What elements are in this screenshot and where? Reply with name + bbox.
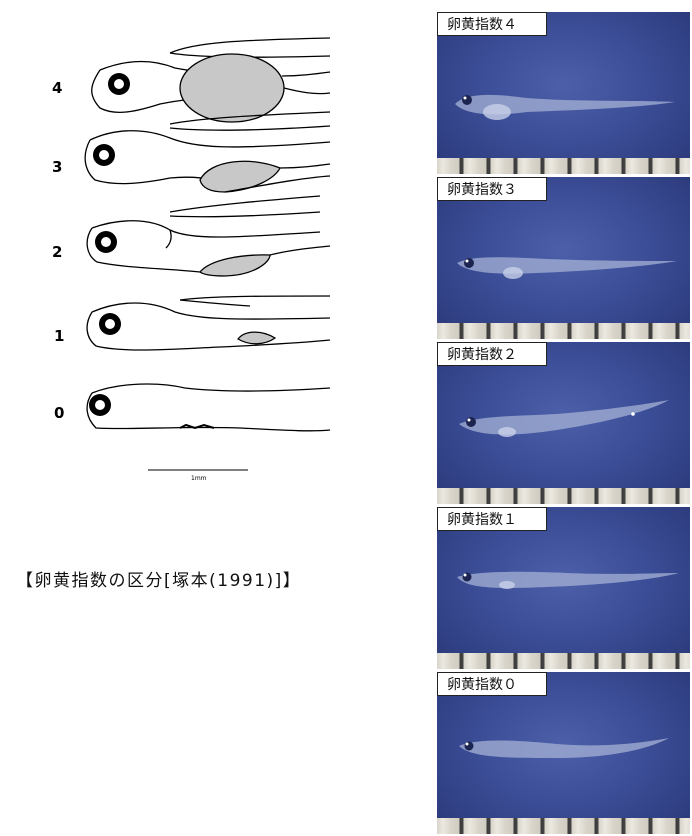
photo-column: 卵黄指数４ 卵黄指数３ 卵黄指数２ 卵黄指数１ [437,12,690,834]
yolk-index-label: 卵黄指数３ [437,177,547,201]
scale-ruler [437,488,690,504]
stage-number-2: 2 [52,243,62,261]
photo-yolk-index-2: 卵黄指数２ [437,342,690,504]
photo-yolk-index-1: 卵黄指数１ [437,507,690,669]
larva-drawing-stage-3 [85,112,330,192]
yolk-sac-stage-3 [200,161,280,192]
larva-drawing-stage-2 [87,196,330,276]
scale-ruler [437,323,690,339]
stage-number-4: 4 [52,79,62,97]
stage-number-1: 1 [54,327,64,345]
stage-number-3: 3 [52,158,62,176]
larva-photo-image [437,12,690,174]
scale-ruler [437,158,690,174]
larva-photo-image [437,507,690,669]
yolk-sac-stage-1 [238,332,275,344]
photo-yolk-index-0: 卵黄指数０ [437,672,690,834]
yolk-index-label: 卵黄指数０ [437,672,547,696]
yolk-index-label: 卵黄指数４ [437,12,547,36]
larva-photo-image [437,177,690,339]
larva-photo-image [437,672,690,834]
larva-photo-image [437,342,690,504]
photo-yolk-index-3: 卵黄指数３ [437,177,690,339]
scale-ruler [437,818,690,834]
yolk-sac-stage-4 [180,54,284,122]
yolk-index-label: 卵黄指数１ [437,507,547,531]
larva-drawing-stage-4 [92,38,330,122]
stage-number-0: 0 [54,404,64,422]
yolk-sac-stage-2 [200,255,270,276]
photo-yolk-index-4: 卵黄指数４ [437,12,690,174]
figure-caption: 【卵黄指数の区分[塚本(1991)]】 [16,566,301,591]
yolk-index-diagram: 4 3 2 1 [0,0,430,500]
scale-bar-label: 1mm [191,475,207,482]
scale-ruler [437,653,690,669]
larva-drawing-stage-0 [87,384,330,431]
larva-drawing-stage-1 [87,296,330,350]
yolk-index-label: 卵黄指数２ [437,342,547,366]
